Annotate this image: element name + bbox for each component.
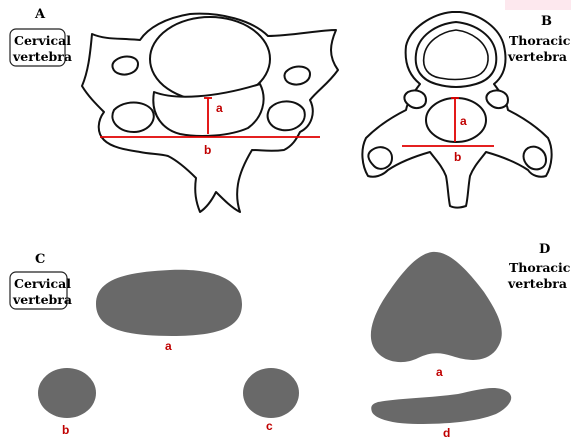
panel-b-label-line1: Thoracic <box>509 33 571 48</box>
panel-d-letter: D <box>539 242 550 257</box>
panel-c-label-line1: Cervical <box>14 276 71 291</box>
cervical-section-a-label: a <box>165 339 172 353</box>
cervical-section-a <box>96 270 242 336</box>
cervical-left-foramen <box>113 57 138 75</box>
cervical-section-b <box>38 368 96 418</box>
thoracic-label-b: b <box>454 150 461 164</box>
thoracic-section-a-label: a <box>436 365 443 379</box>
panel-c-letter: C <box>35 252 45 267</box>
thoracic-spinal-canal <box>426 98 486 142</box>
panel-d-label-line2: vertebra <box>507 276 567 291</box>
thoracic-left-pedicle <box>404 90 426 108</box>
cervical-section-b-label: b <box>62 423 69 437</box>
panel-b: B Thoracic vertebra a b <box>362 0 571 208</box>
cervical-right-lamina <box>268 101 305 130</box>
panel-c-label-line2: vertebra <box>12 292 72 307</box>
cervical-left-lamina <box>112 103 153 133</box>
panel-a-letter: A <box>34 7 46 22</box>
panel-b-corner-tint <box>505 0 571 10</box>
panel-a: A Cervical vertebra a b <box>10 7 338 212</box>
panel-b-label-line2: vertebra <box>507 49 567 64</box>
thoracic-right-pedicle <box>486 90 508 108</box>
cervical-right-foramen <box>285 67 310 85</box>
panel-d: D Thoracic vertebra a d <box>371 242 571 437</box>
cervical-section-c <box>243 368 299 418</box>
panel-a-label-line2: vertebra <box>12 49 72 64</box>
panel-b-letter: B <box>541 14 552 29</box>
thoracic-section-a <box>371 252 502 362</box>
panel-d-label-line1: Thoracic <box>509 260 571 275</box>
thoracic-section-d <box>371 388 511 424</box>
thoracic-section-d-label: d <box>443 426 450 437</box>
cervical-section-c-label: c <box>266 419 273 433</box>
panel-a-label-line1: Cervical <box>14 33 71 48</box>
thoracic-label-a: a <box>460 114 467 128</box>
panel-c: C Cervical vertebra a b c <box>10 252 299 437</box>
thoracic-right-transverse-facet <box>524 147 547 170</box>
cervical-label-a: a <box>216 101 223 115</box>
cervical-label-b: b <box>204 143 211 157</box>
